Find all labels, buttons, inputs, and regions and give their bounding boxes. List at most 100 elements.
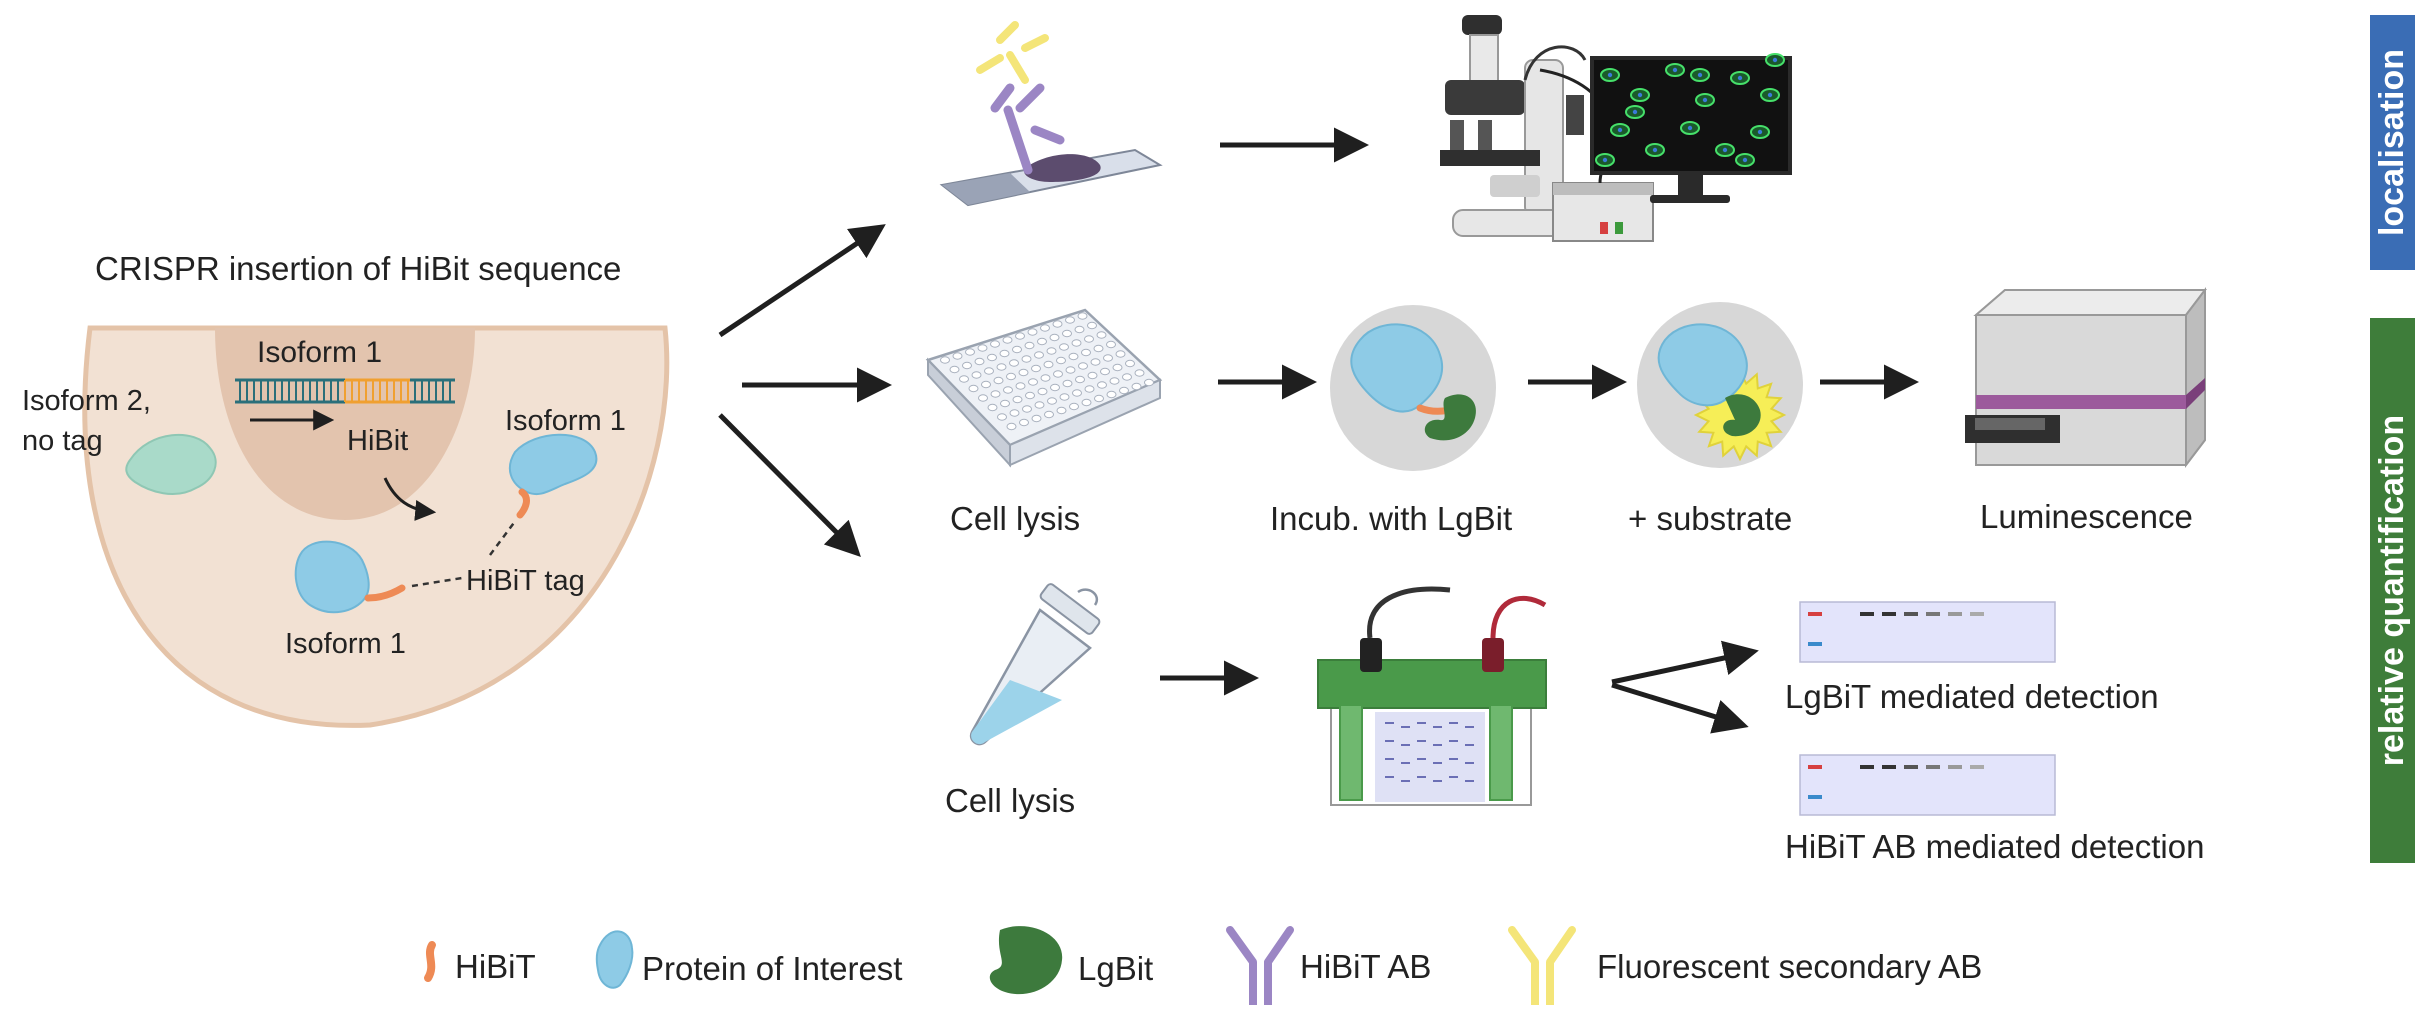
dna-helix-icon bbox=[235, 378, 455, 404]
plate-well bbox=[959, 375, 969, 383]
plate-well bbox=[1000, 399, 1010, 408]
plate-well bbox=[1081, 398, 1092, 407]
plate-well bbox=[1119, 386, 1129, 395]
fluorescence-monitor-icon bbox=[1590, 53, 1792, 203]
blot-band bbox=[1948, 765, 1962, 769]
plate-well bbox=[1103, 354, 1113, 362]
plate-well bbox=[1087, 321, 1097, 330]
isoform-right-label: Isoform 1 bbox=[505, 405, 626, 437]
isoform2-label-line1: Isoform 2, bbox=[22, 385, 151, 417]
plate-well bbox=[1049, 333, 1060, 342]
hibit-tag-pointer-up bbox=[488, 519, 518, 556]
plate-well bbox=[1012, 345, 1022, 354]
legend-hibit-ab-icon bbox=[1226, 926, 1294, 1005]
plate-well bbox=[1084, 335, 1094, 343]
cell-nucleus-dot bbox=[1697, 72, 1703, 78]
gel-band bbox=[1449, 776, 1458, 778]
quantification-label: relative quantification bbox=[2373, 414, 2411, 767]
plate-well bbox=[1059, 393, 1070, 401]
plate-well bbox=[1019, 418, 1029, 427]
plate-well bbox=[1025, 391, 1035, 400]
blot-band bbox=[1882, 612, 1896, 616]
substrate-luminescence-icon bbox=[1637, 302, 1803, 468]
controller-box-icon bbox=[1539, 68, 1654, 242]
plate-well bbox=[1040, 324, 1050, 332]
hibit-tag-label: HiBiT tag bbox=[466, 565, 585, 597]
well-plate-icon bbox=[925, 308, 1163, 468]
lgbit-blot-icon bbox=[1799, 601, 2056, 663]
gel-band bbox=[1433, 780, 1442, 782]
plate-well bbox=[1144, 378, 1154, 387]
gel-band bbox=[1385, 740, 1394, 742]
gel-electrophoresis-icon bbox=[1317, 586, 1547, 806]
lgbit-incubation-icon bbox=[1330, 305, 1496, 471]
plate-well bbox=[1037, 337, 1047, 346]
plate-well bbox=[1040, 374, 1051, 382]
plate-well bbox=[1028, 378, 1038, 386]
legend-protein-label: Protein of Interest bbox=[642, 950, 902, 987]
plate-well bbox=[1037, 387, 1048, 396]
gel-band bbox=[1417, 758, 1426, 760]
plate-well bbox=[1052, 320, 1063, 328]
plate-well bbox=[1096, 331, 1107, 339]
localisation-label: localisation bbox=[2373, 48, 2411, 237]
plate-well bbox=[1034, 351, 1044, 359]
plate-well bbox=[1031, 364, 1041, 373]
cell-nucleus-dot bbox=[1637, 92, 1643, 98]
plate-well bbox=[968, 384, 979, 393]
gel-band bbox=[1433, 726, 1442, 728]
plate-well bbox=[1018, 368, 1029, 377]
plate-well bbox=[1056, 406, 1067, 415]
plate-well bbox=[1094, 394, 1104, 403]
plate-well bbox=[1031, 414, 1042, 423]
plate-well bbox=[1050, 383, 1060, 392]
gel-band bbox=[1449, 722, 1458, 724]
plate-well bbox=[1109, 377, 1120, 385]
cell-illustration bbox=[82, 325, 670, 728]
legend-hibit-icon bbox=[424, 941, 436, 982]
cell-nucleus-dot bbox=[1772, 57, 1778, 63]
isoform2-label-line2: no tag bbox=[22, 425, 103, 457]
plate-well bbox=[1021, 355, 1032, 363]
cell-nucleus-dot bbox=[1632, 109, 1638, 115]
gel-band bbox=[1449, 758, 1458, 760]
cell-nucleus-dot bbox=[1687, 125, 1693, 131]
cell-lysis-plate-label: Cell lysis bbox=[950, 500, 1080, 537]
gel-band bbox=[1465, 744, 1474, 746]
legend-fluor-ab-icon bbox=[1508, 926, 1576, 1005]
plate-well bbox=[996, 363, 1007, 371]
gel-band bbox=[1417, 722, 1426, 724]
plate-well bbox=[1046, 347, 1057, 355]
cell-nucleus-dot bbox=[1742, 157, 1748, 163]
plate-well bbox=[1106, 390, 1117, 399]
legend: HiBiT Protein of Interest LgBit HiBiT AB… bbox=[424, 926, 1982, 1005]
plate-well bbox=[1074, 325, 1085, 334]
plate-well bbox=[1112, 363, 1123, 372]
gel-band bbox=[1417, 740, 1426, 742]
plate-well bbox=[1047, 397, 1057, 405]
plate-well bbox=[962, 361, 972, 370]
blot-band bbox=[1904, 612, 1918, 616]
arrow-gel-to-lgbit-blot bbox=[1611, 640, 1759, 685]
plate-well bbox=[949, 365, 960, 374]
plate-well bbox=[971, 371, 982, 379]
legend-lgbit-icon bbox=[989, 926, 1063, 995]
plate-well bbox=[987, 403, 998, 412]
plate-well bbox=[999, 349, 1010, 358]
plate-well bbox=[990, 390, 1001, 398]
plate-well bbox=[1075, 375, 1085, 384]
plate-well bbox=[990, 340, 1000, 348]
hibit-tag-pointer bbox=[411, 576, 463, 588]
branch-arrow-up bbox=[718, 224, 886, 338]
gel-band bbox=[1417, 776, 1426, 778]
hibit-dna-label: HiBit bbox=[347, 425, 408, 457]
plate-well bbox=[1022, 405, 1032, 413]
plate-well bbox=[1065, 366, 1076, 374]
plate-well bbox=[1115, 350, 1126, 358]
blot-band bbox=[1926, 765, 1940, 769]
tagged-protein-icon-right bbox=[508, 433, 598, 496]
plate-well bbox=[974, 357, 985, 366]
eppendorf-tube-icon bbox=[969, 583, 1101, 746]
cell-nucleus-dot bbox=[1767, 92, 1773, 98]
plate-well bbox=[1077, 312, 1088, 320]
